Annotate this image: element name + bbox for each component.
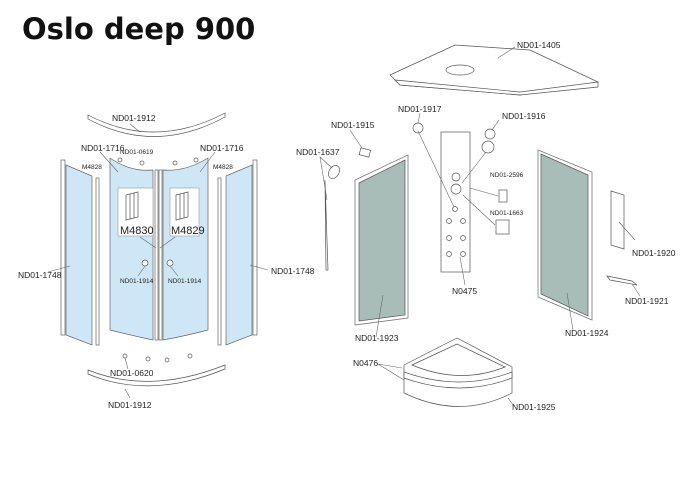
bottom-rail	[87, 364, 226, 399]
page-title: Oslo deep 900	[22, 12, 256, 46]
label-door-left: ND01-1716	[81, 143, 125, 153]
shower-tray	[377, 337, 515, 407]
magnet-profile-left	[117, 187, 154, 237]
label-side-left: ND01-1748	[18, 270, 62, 280]
label-door-right: ND01-1716	[200, 143, 244, 153]
label-apron: ND01-1925	[512, 402, 556, 412]
rollers-top	[117, 157, 199, 166]
label-top-rail: ND01-1912	[112, 113, 156, 123]
label-handle-left: ND01-1914	[120, 278, 154, 285]
handshower	[319, 156, 340, 271]
door-right	[158, 157, 209, 341]
label-magnet-right: M4829	[171, 225, 205, 237]
label-seal-left: M4828	[82, 164, 102, 171]
door-left	[109, 157, 159, 341]
ceiling-part	[389, 44, 600, 96]
label-cartridge-2596: ND01-2596	[490, 172, 524, 179]
label-magnet-left: M4830	[120, 225, 154, 237]
shower-column	[440, 131, 471, 286]
handles	[137, 259, 179, 277]
label-tray: N0476	[353, 358, 378, 368]
shelf-part	[606, 275, 641, 297]
label-ceiling: ND01-1405	[517, 40, 561, 50]
label-bottom-rail: ND01-1912	[108, 400, 152, 410]
side-panel-left	[47, 159, 100, 346]
label-holder: ND01-1915	[331, 120, 375, 130]
back-panel-left	[354, 154, 409, 338]
label-back-right: ND01-1924	[565, 328, 609, 338]
label-back-left: ND01-1923	[355, 333, 399, 343]
label-mirror: ND01-1920	[632, 248, 676, 258]
label-nozzle: ND01-1917	[398, 104, 442, 114]
label-seal-right: M4828	[213, 164, 233, 171]
label-handshower: ND01-1637	[296, 147, 340, 157]
label-column: N0475	[452, 286, 477, 296]
side-panel-right	[217, 159, 269, 346]
top-rail	[87, 112, 226, 137]
label-side-right: ND01-1748	[271, 266, 315, 276]
label-roller-bottom: ND01-0620	[110, 368, 154, 378]
label-knob: ND01-1916	[502, 111, 546, 121]
label-handle-right: ND01-1914	[168, 278, 202, 285]
nozzle-1917	[412, 112, 455, 208]
cartridge-2596	[469, 187, 508, 203]
label-roller-top: ND01-0619	[120, 149, 154, 156]
label-shelf: ND01-1921	[625, 296, 669, 306]
mirror-part	[610, 190, 636, 250]
cartridge-1663	[462, 194, 510, 235]
rollers-bottom	[122, 353, 193, 370]
label-cartridge-1663: ND01-1663	[490, 210, 524, 217]
back-panel-right	[537, 149, 593, 331]
magnet-profile-right	[169, 187, 200, 237]
knob-1916	[461, 119, 500, 184]
holder-part	[349, 129, 372, 158]
